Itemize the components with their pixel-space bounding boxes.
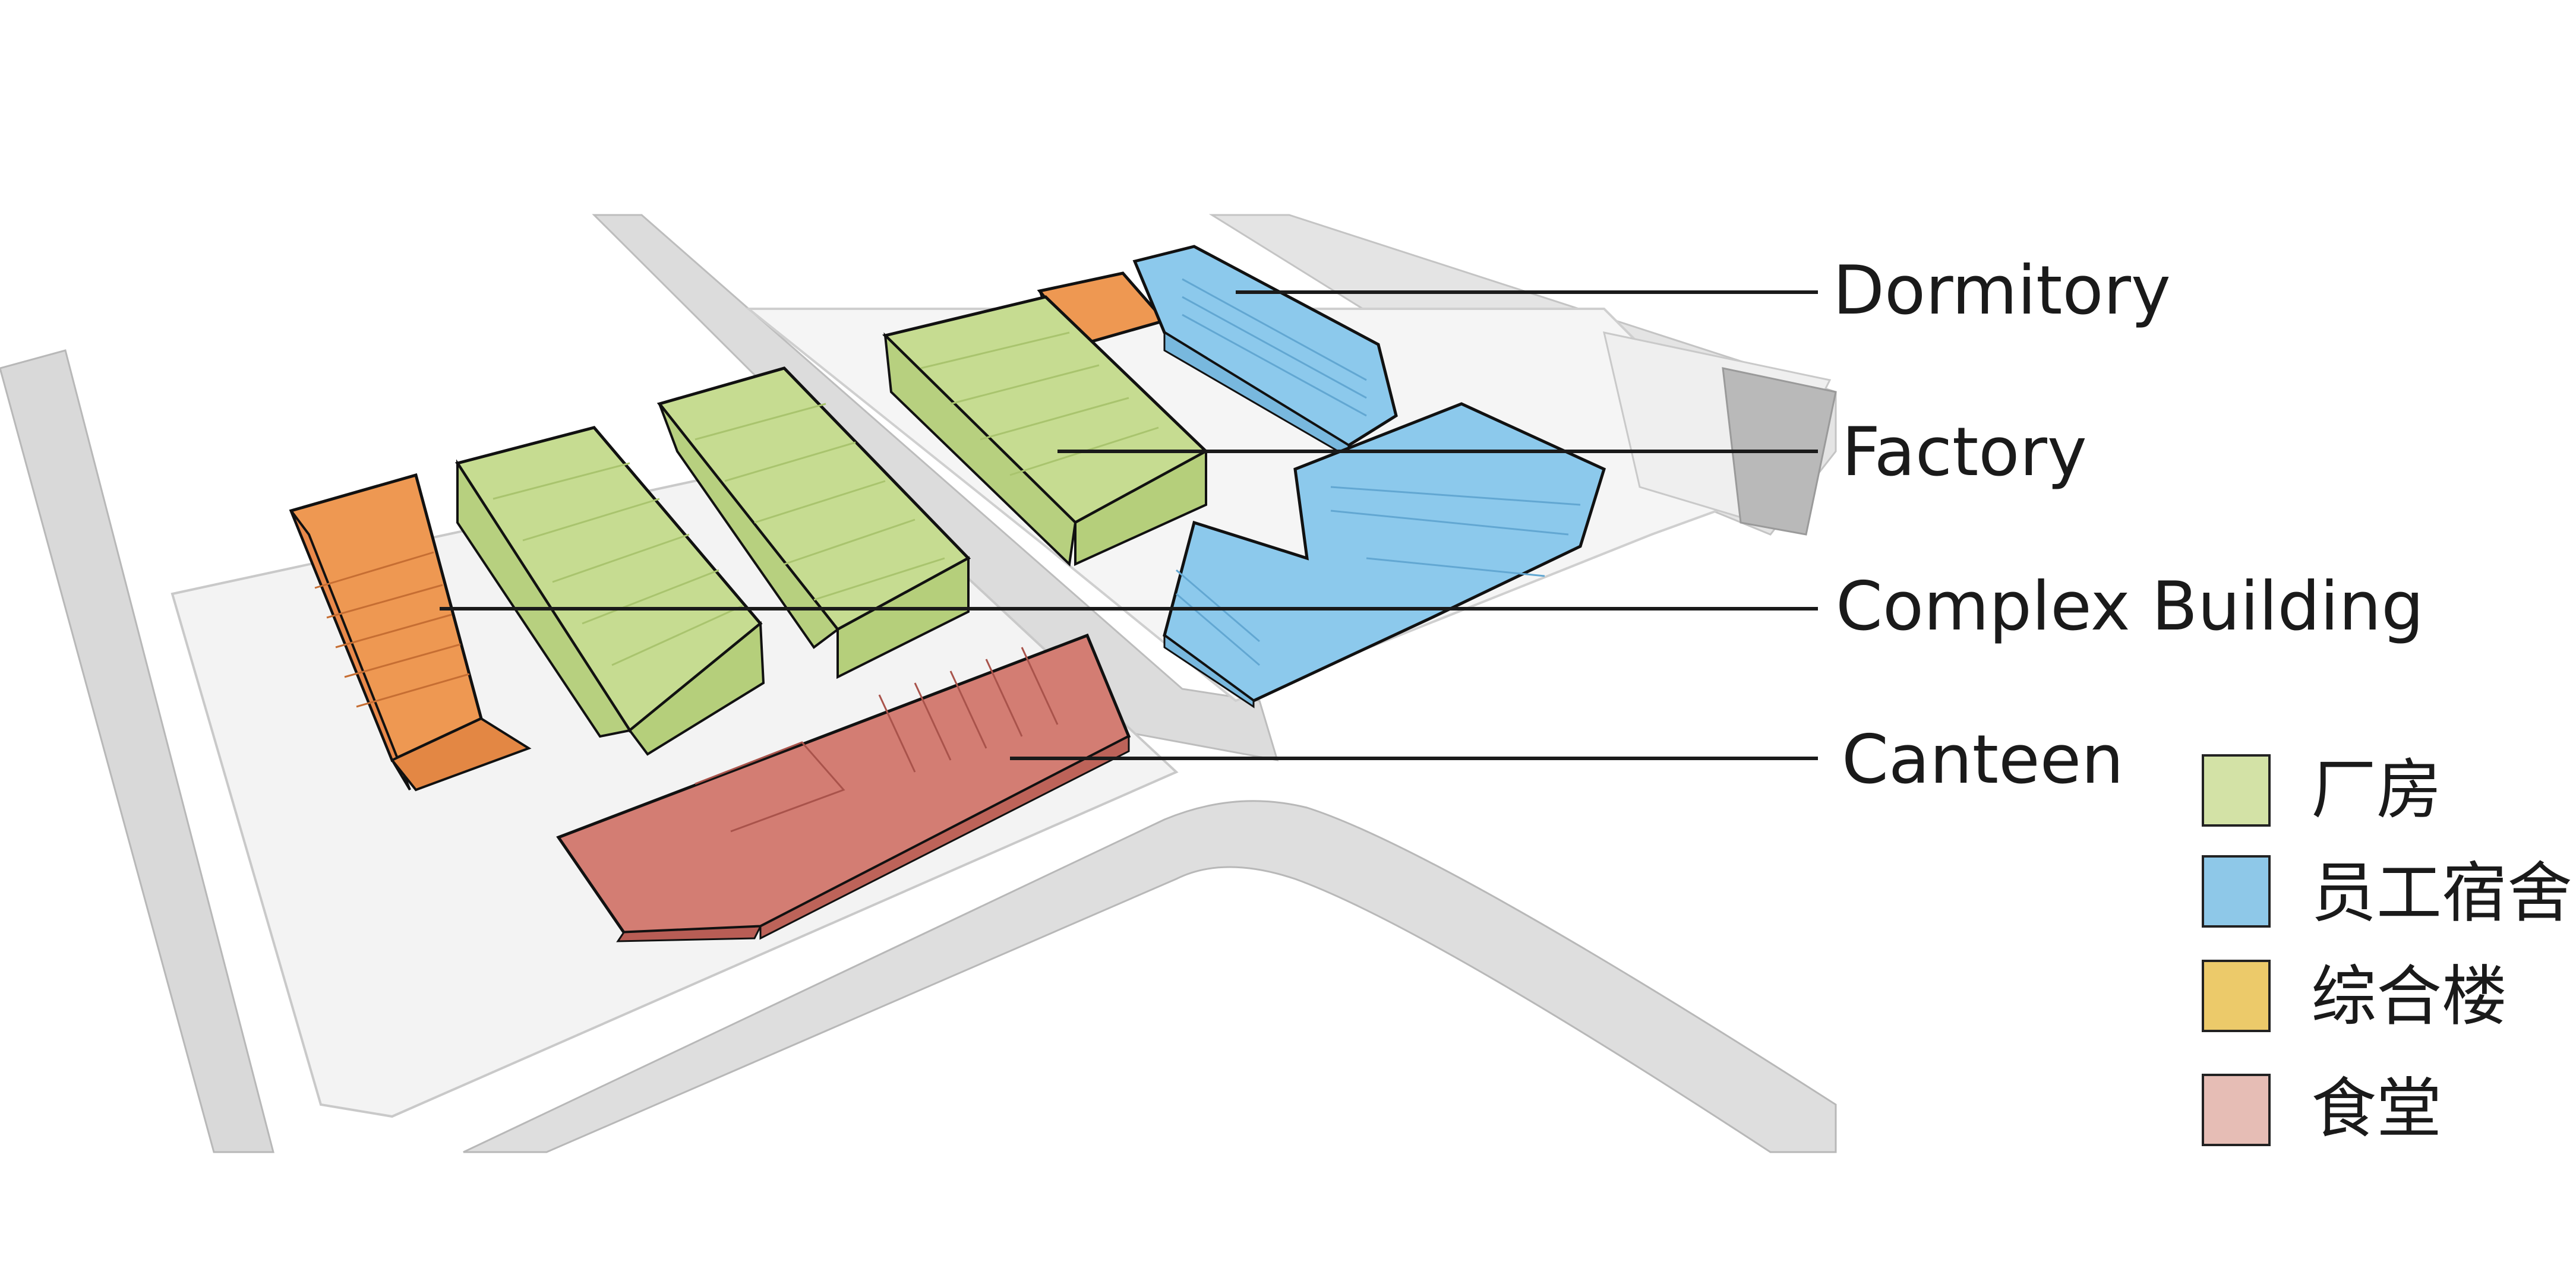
callout-canteen: Canteen [1842,720,2124,799]
legend-label-complex: 综合楼 [2311,959,2507,1035]
legend-label-canteen: 食堂 [2311,1071,2442,1147]
factory-building-1 [455,426,765,756]
legend-swatch-canteen [2202,1074,2271,1146]
legend-label-dormitory: 员工宿舍 [2311,855,2572,931]
factory-building-3 [882,295,1209,567]
factory-building-2 [656,366,971,679]
legend-item-complex: 综合楼 [2202,959,2507,1035]
legend-label-factory: 厂房 [2311,752,2442,828]
legend-swatch-factory [2202,754,2271,827]
callout-dormitory: Dormitory [1833,251,2171,330]
legend-item-dormitory: 员工宿舍 [2202,855,2572,931]
callout-labels: Dormitory Factory Complex Building Cante… [1833,251,2424,799]
road-lower-curve [463,800,1837,1153]
legend-swatch-dormitory [2202,855,2271,928]
callout-factory: Factory [1842,413,2087,491]
dormitory-building-east [1163,402,1606,708]
canteen-building [556,633,1131,942]
road-left [0,349,274,1153]
complex-building-west [289,473,532,792]
legend-item-canteen: 食堂 [2202,1071,2442,1147]
legend-item-factory: 厂房 [2202,752,2442,828]
dormitory-building-north [1132,245,1398,459]
callout-complex-building: Complex Building [1836,567,2424,646]
legend: 厂房 员工宿舍 综合楼 食堂 [2202,752,2572,1147]
legend-swatch-complex [2202,960,2271,1032]
leader-lines [440,290,1818,760]
